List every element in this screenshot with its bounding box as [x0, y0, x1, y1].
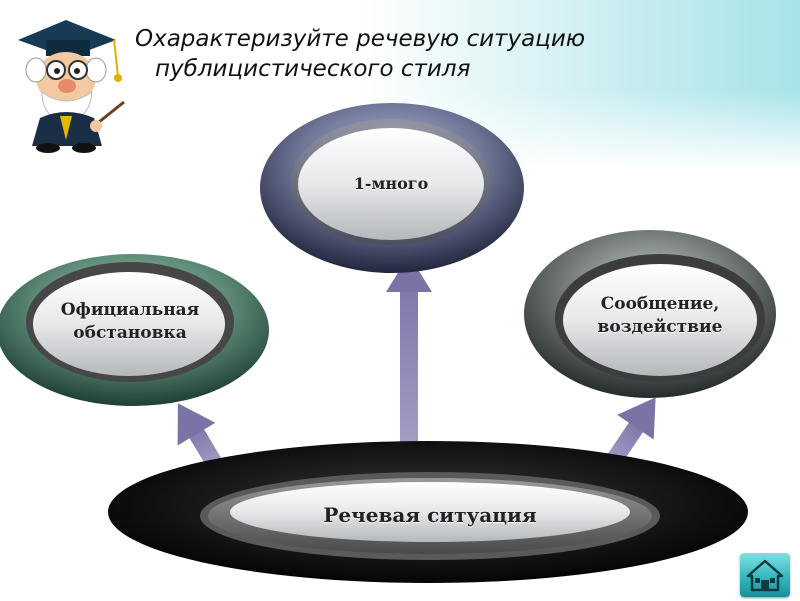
node-center-label: Речевая ситуация [323, 503, 537, 527]
node-right-label-line-2: воздействие [597, 317, 723, 337]
home-button[interactable] [740, 553, 790, 597]
node-right-label-line-1: Сообщение, [600, 294, 720, 314]
slide-title: Охарактеризуйте речевую ситуацию публици… [135, 24, 655, 84]
node-left-label-line-2: обстановка [73, 323, 187, 343]
slide-title-line-2: публицистического стиля [155, 56, 471, 82]
node-left [0, 254, 269, 406]
node-top-label: 1-много [353, 174, 429, 193]
node-left-label-line-1: Официальная [60, 300, 200, 320]
node-right-label: Сообщение, воздействие [575, 293, 745, 339]
slide-title-line-1: Охарактеризуйте речевую ситуацию [135, 26, 586, 52]
arrow-to-top [386, 255, 432, 448]
node-right [524, 230, 776, 398]
professor-mascot-icon [18, 20, 125, 153]
home-icon [746, 559, 784, 592]
node-left-label: Официальная обстановка [45, 299, 215, 345]
node-top [260, 103, 524, 273]
node-center [108, 441, 748, 583]
